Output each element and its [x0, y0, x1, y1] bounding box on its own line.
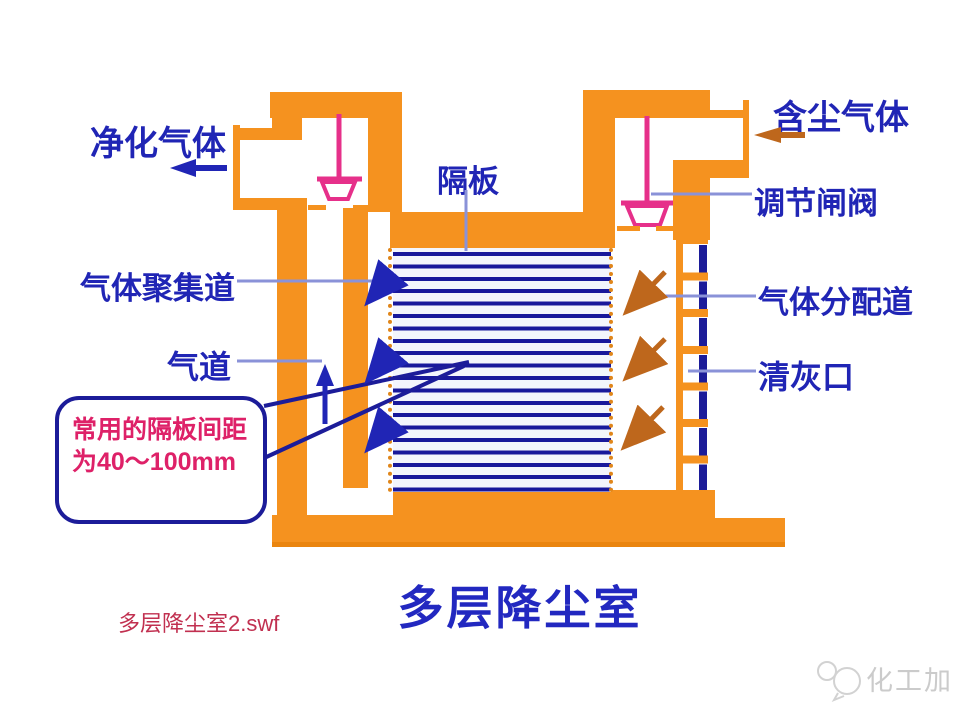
outlet-flange [233, 125, 240, 210]
right-tower-left-wall [583, 118, 615, 248]
label-ash-cleaning-port: 清灰口 [758, 359, 855, 395]
callout-text-line2: 为40～100mm [72, 448, 236, 476]
right-valve-icon [621, 116, 673, 227]
base-bottom-edge [272, 542, 785, 547]
label-gas-duct: 气道 [167, 349, 232, 385]
label-gas-collection-channel: 气体聚集道 [80, 271, 235, 306]
left-valve-icon [317, 114, 362, 201]
valve-seat-dashes [308, 205, 674, 231]
label-leader-lines [237, 190, 756, 373]
ash-port-rungs [676, 236, 708, 492]
inlet-flange [743, 100, 749, 178]
watermark-logo-icon [817, 661, 861, 702]
partition-spacing-callout: 常用的隔板间距 为40～100mm [55, 396, 267, 524]
left-tower-right-wall [368, 118, 402, 212]
watermark-text: 化工加 [866, 666, 953, 696]
collection-flow-arrows [364, 259, 409, 454]
label-gas-distribution-channel: 气体分配道 [758, 285, 913, 320]
base-right-slab [715, 518, 785, 543]
gas-duct-up-arrow-icon [316, 364, 334, 424]
purified-gas-arrow-icon [170, 159, 227, 177]
inner-divider-wall [343, 208, 368, 488]
dusty-gas-arrow-icon [754, 127, 805, 143]
inlet-duct-bottom-wall [673, 160, 747, 178]
left-chamber-wall [277, 210, 307, 543]
left-tower-cap [270, 92, 402, 118]
base-left-slab [272, 515, 393, 543]
right-tower-cap [583, 90, 710, 118]
outlet-duct-top-wall [236, 128, 276, 140]
chamber-ceiling [390, 212, 615, 248]
callout-text-line1: 常用的隔板间距 [72, 416, 248, 444]
source-filename: 多层降尘室2.swf [118, 611, 280, 636]
callout-leader-lines [261, 360, 470, 461]
plate-stack-right-dotted-boundary [609, 248, 613, 492]
label-purified-gas: 净化气体 [90, 125, 226, 163]
base-center-slab [393, 490, 715, 543]
inlet-duct-top-wall [710, 110, 747, 118]
right-tower-right-wall [673, 178, 710, 240]
left-tower-left-wall [272, 118, 302, 140]
distribution-flow-arrows [620, 269, 669, 451]
page-title: 多层降尘室 [397, 582, 643, 634]
label-dusty-gas: 含尘气体 [773, 99, 909, 137]
label-partition: 隔板 [437, 164, 499, 199]
label-control-valve: 调节闸阀 [754, 186, 878, 221]
outlet-duct-bottom-wall [236, 198, 307, 210]
